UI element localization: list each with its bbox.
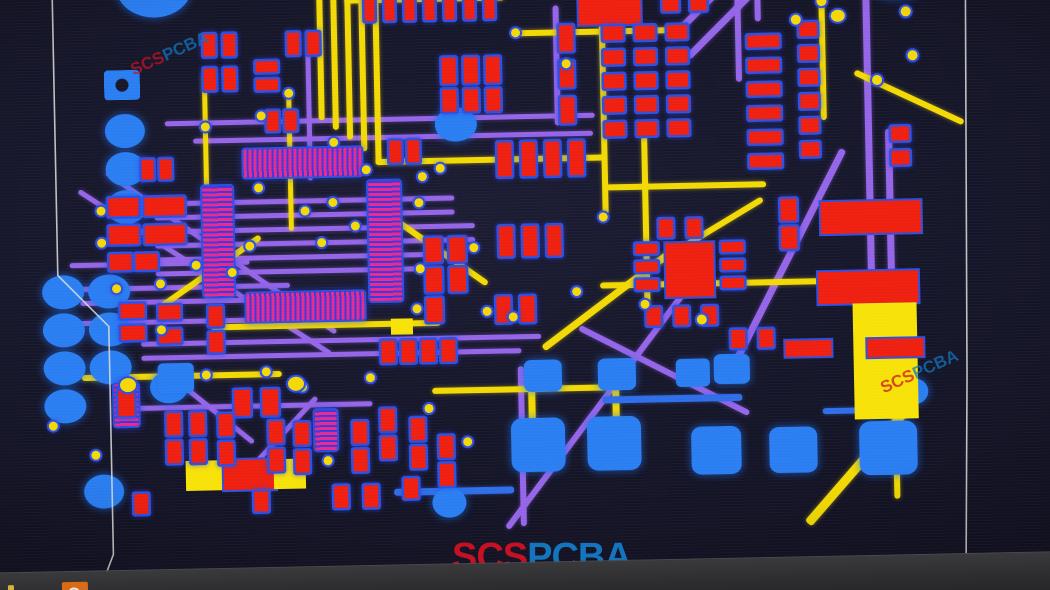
taskbar-item-search[interactable] — [61, 581, 89, 590]
taskbar-item-w-app[interactable]: W — [30, 582, 57, 590]
orange-search-icon — [67, 587, 81, 590]
taskbar-item-yellow-strip[interactable] — [0, 583, 24, 590]
yellow-strip-icon — [7, 585, 15, 590]
